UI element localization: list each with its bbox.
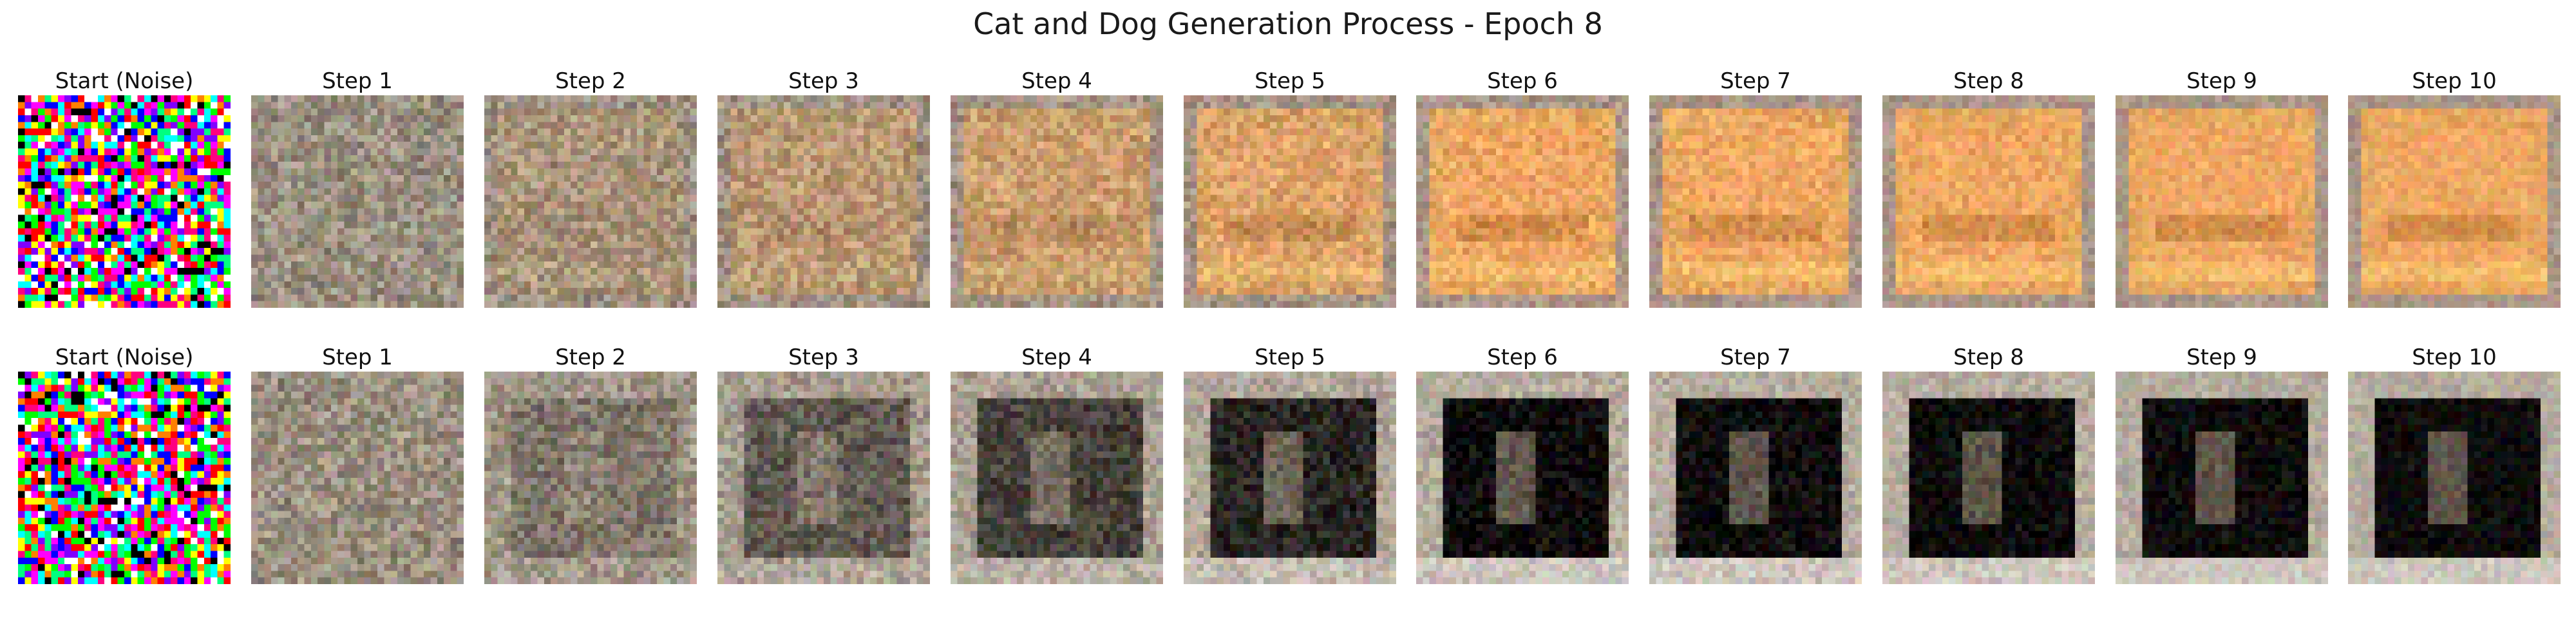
panel-row1-step-9: Step 9	[2116, 67, 2328, 308]
panel-row2-step-9: Step 9	[2116, 343, 2328, 584]
panel-title: Step 6	[1487, 345, 1558, 370]
panel-title: Step 2	[555, 68, 626, 94]
panel-title: Step 5	[1255, 345, 1325, 370]
panel-title: Start (Noise)	[55, 345, 194, 370]
panel-title: Step 6	[1487, 68, 1558, 94]
panel-title: Step 8	[1953, 345, 2024, 370]
noise-image	[18, 95, 231, 308]
panel-title: Step 9	[2186, 345, 2257, 370]
panel-title: Step 3	[788, 68, 859, 94]
panel-row1-step-8: Step 8	[1882, 67, 2095, 308]
panel-title: Step 10	[2412, 68, 2497, 94]
generated-image	[1649, 372, 1862, 584]
panel-title: Step 1	[322, 68, 393, 94]
generated-image	[951, 372, 1163, 584]
panel-title: Step 3	[788, 345, 859, 370]
panel-row1-step-1: Step 1	[251, 67, 464, 308]
panel-title: Step 7	[1720, 345, 1791, 370]
generated-image	[251, 372, 464, 584]
generated-image	[717, 372, 930, 584]
generated-image	[1882, 95, 2095, 308]
panel-row1-noise: Start (Noise)	[18, 67, 231, 308]
panel-row2-step-5: Step 5	[1184, 343, 1396, 584]
panel-title: Step 4	[1021, 68, 1092, 94]
noise-image	[18, 372, 231, 584]
panel-title: Start (Noise)	[55, 68, 194, 94]
panel-row2-step-6: Step 6	[1416, 343, 1629, 584]
panel-row2-step-1: Step 1	[251, 343, 464, 584]
panel-title: Step 10	[2412, 345, 2497, 370]
generated-image	[251, 95, 464, 308]
generated-image	[484, 95, 697, 308]
generated-image	[2348, 372, 2561, 584]
panel-row2-noise: Start (Noise)	[18, 343, 231, 584]
panel-row1-step-3: Step 3	[717, 67, 930, 308]
panel-row1-step-6: Step 6	[1416, 67, 1629, 308]
figure-title: Cat and Dog Generation Process - Epoch 8	[973, 6, 1603, 41]
panel-row2-step-3: Step 3	[717, 343, 930, 584]
generated-image	[2116, 372, 2328, 584]
generated-image	[1882, 372, 2095, 584]
generated-image	[1416, 95, 1629, 308]
panel-title: Step 8	[1953, 68, 2024, 94]
panel-title: Step 4	[1021, 345, 1092, 370]
panel-row1-step-4: Step 4	[951, 67, 1163, 308]
panel-row2-step-7: Step 7	[1649, 343, 1862, 584]
panel-row1-step-10: Step 10	[2348, 67, 2561, 308]
panel-row2-step-2: Step 2	[484, 343, 697, 584]
generated-image	[1184, 95, 1396, 308]
generated-image	[484, 372, 697, 584]
panel-title: Step 9	[2186, 68, 2257, 94]
panel-row2-step-8: Step 8	[1882, 343, 2095, 584]
panel-title: Step 1	[322, 345, 393, 370]
panel-row2-step-10: Step 10	[2348, 343, 2561, 584]
panel-title: Step 2	[555, 345, 626, 370]
generated-image	[951, 95, 1163, 308]
generated-image	[1649, 95, 1862, 308]
generated-image	[1184, 372, 1396, 584]
generated-image	[1416, 372, 1629, 584]
panel-row1-step-2: Step 2	[484, 67, 697, 308]
panel-title: Step 5	[1255, 68, 1325, 94]
panel-title: Step 7	[1720, 68, 1791, 94]
panel-row1-step-7: Step 7	[1649, 67, 1862, 308]
generated-image	[717, 95, 930, 308]
panel-row2-step-4: Step 4	[951, 343, 1163, 584]
generated-image	[2348, 95, 2561, 308]
panel-row1-step-5: Step 5	[1184, 67, 1396, 308]
generated-image	[2116, 95, 2328, 308]
